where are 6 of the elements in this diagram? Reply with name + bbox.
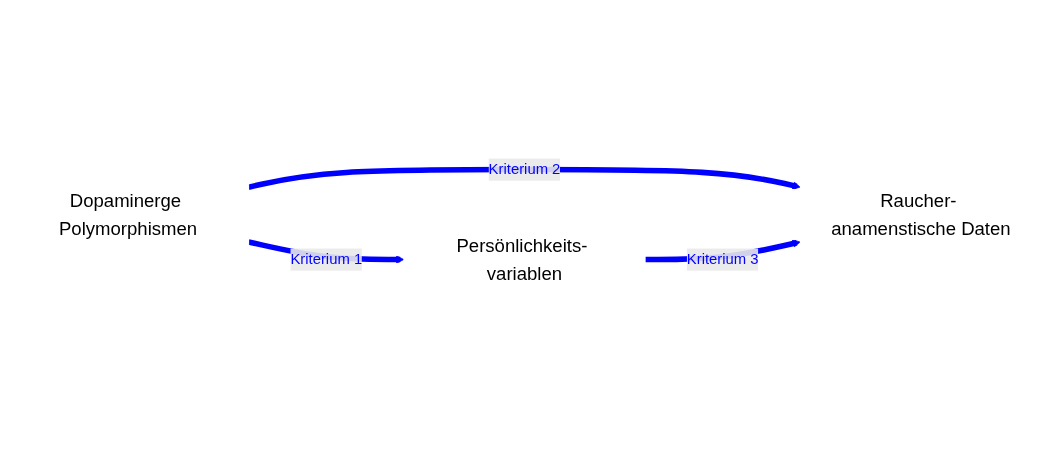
edge-label: Kriterium 1: [290, 251, 363, 268]
edge-label: Kriterium 2: [488, 161, 561, 178]
edge-label: Kriterium 3: [686, 251, 759, 268]
node-text: Dopaminerge Polymorphismen: [58, 190, 198, 239]
node-text: Persönlichkeits- variablen: [456, 235, 588, 284]
node-text: Raucher- anamenstische Daten: [831, 190, 1011, 239]
